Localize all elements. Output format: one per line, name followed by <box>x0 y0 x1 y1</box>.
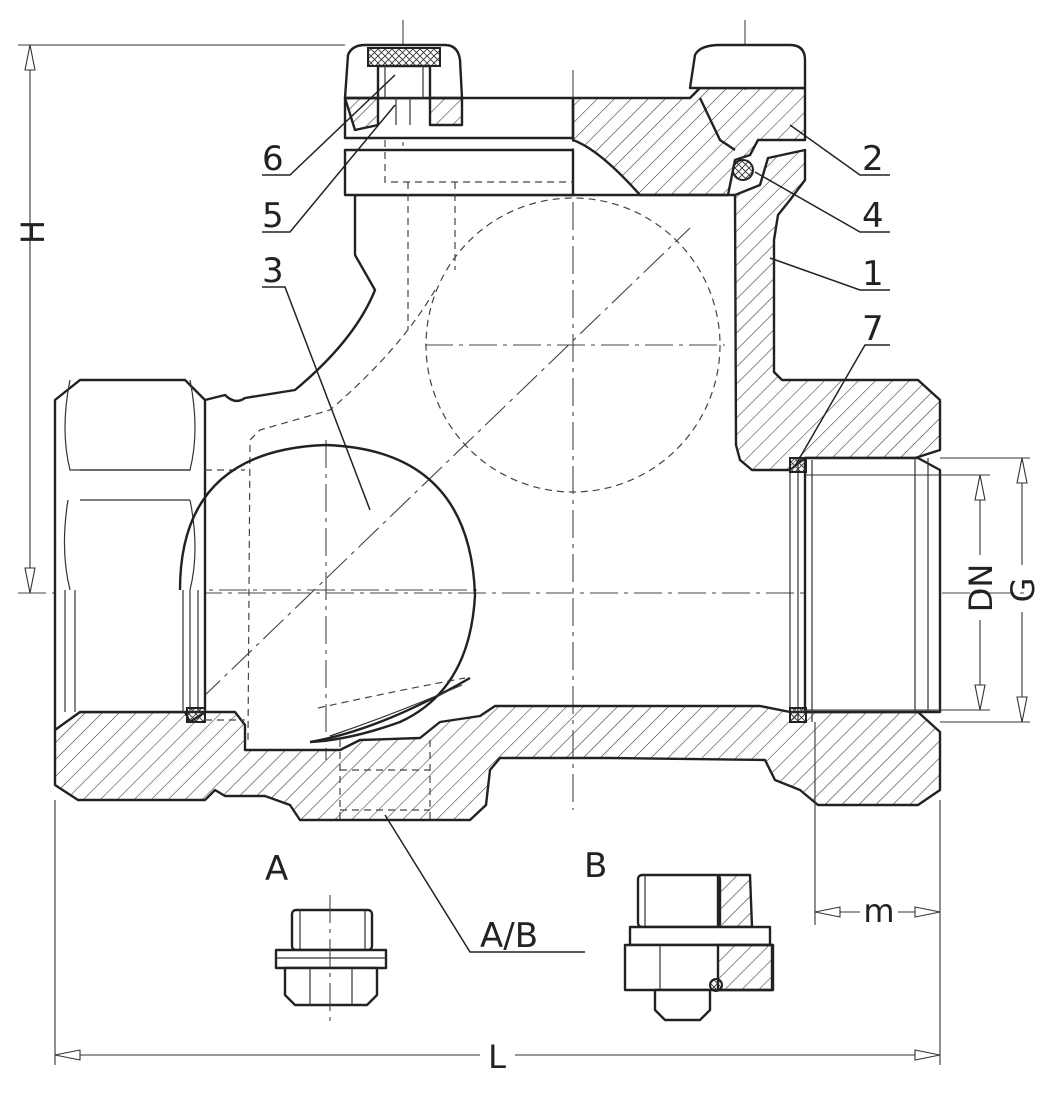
seal-ring-7 <box>789 457 807 473</box>
dim-label-h: H <box>14 220 52 244</box>
disc-open-position <box>425 197 721 493</box>
dim-label-m: m <box>863 892 894 930</box>
label-part-3: 3 <box>262 251 284 291</box>
plug-variant-a <box>274 895 388 1022</box>
label-variant-b: B <box>584 846 607 886</box>
plug-variant-b <box>623 873 775 1022</box>
dimension-labels: H L DN G m <box>14 220 1042 1076</box>
label-variant-ab: A/B <box>480 916 538 956</box>
label-part-5: 5 <box>262 196 284 236</box>
plug-seal-6 <box>367 47 441 67</box>
cover-section <box>571 86 807 197</box>
body-bottom-section <box>53 704 942 822</box>
body-outline <box>204 193 735 403</box>
cover-boss-right <box>688 43 807 90</box>
label-part-1: 1 <box>862 254 884 294</box>
dim-label-l: L <box>488 1038 506 1076</box>
valve-body <box>53 148 942 822</box>
body-right-section <box>733 148 942 472</box>
valve-cover <box>343 43 807 197</box>
label-variant-a: A <box>265 849 288 889</box>
left-seal-ring <box>186 707 206 723</box>
leader-lines <box>262 74 890 953</box>
label-part-7: 7 <box>862 309 884 349</box>
o-ring-4 <box>732 159 754 181</box>
right-pipe-bore <box>803 456 942 714</box>
valve-disc <box>178 443 477 744</box>
label-part-4: 4 <box>862 196 884 236</box>
dim-label-g: G <box>1004 578 1042 603</box>
part-labels: 6 5 3 2 4 1 7 A B A/B <box>262 139 884 956</box>
dim-label-dn: DN <box>962 564 1000 613</box>
cover-flange <box>343 148 575 197</box>
label-part-6: 6 <box>262 139 284 179</box>
label-part-2: 2 <box>862 139 884 179</box>
dimension-lines <box>18 44 1030 1065</box>
